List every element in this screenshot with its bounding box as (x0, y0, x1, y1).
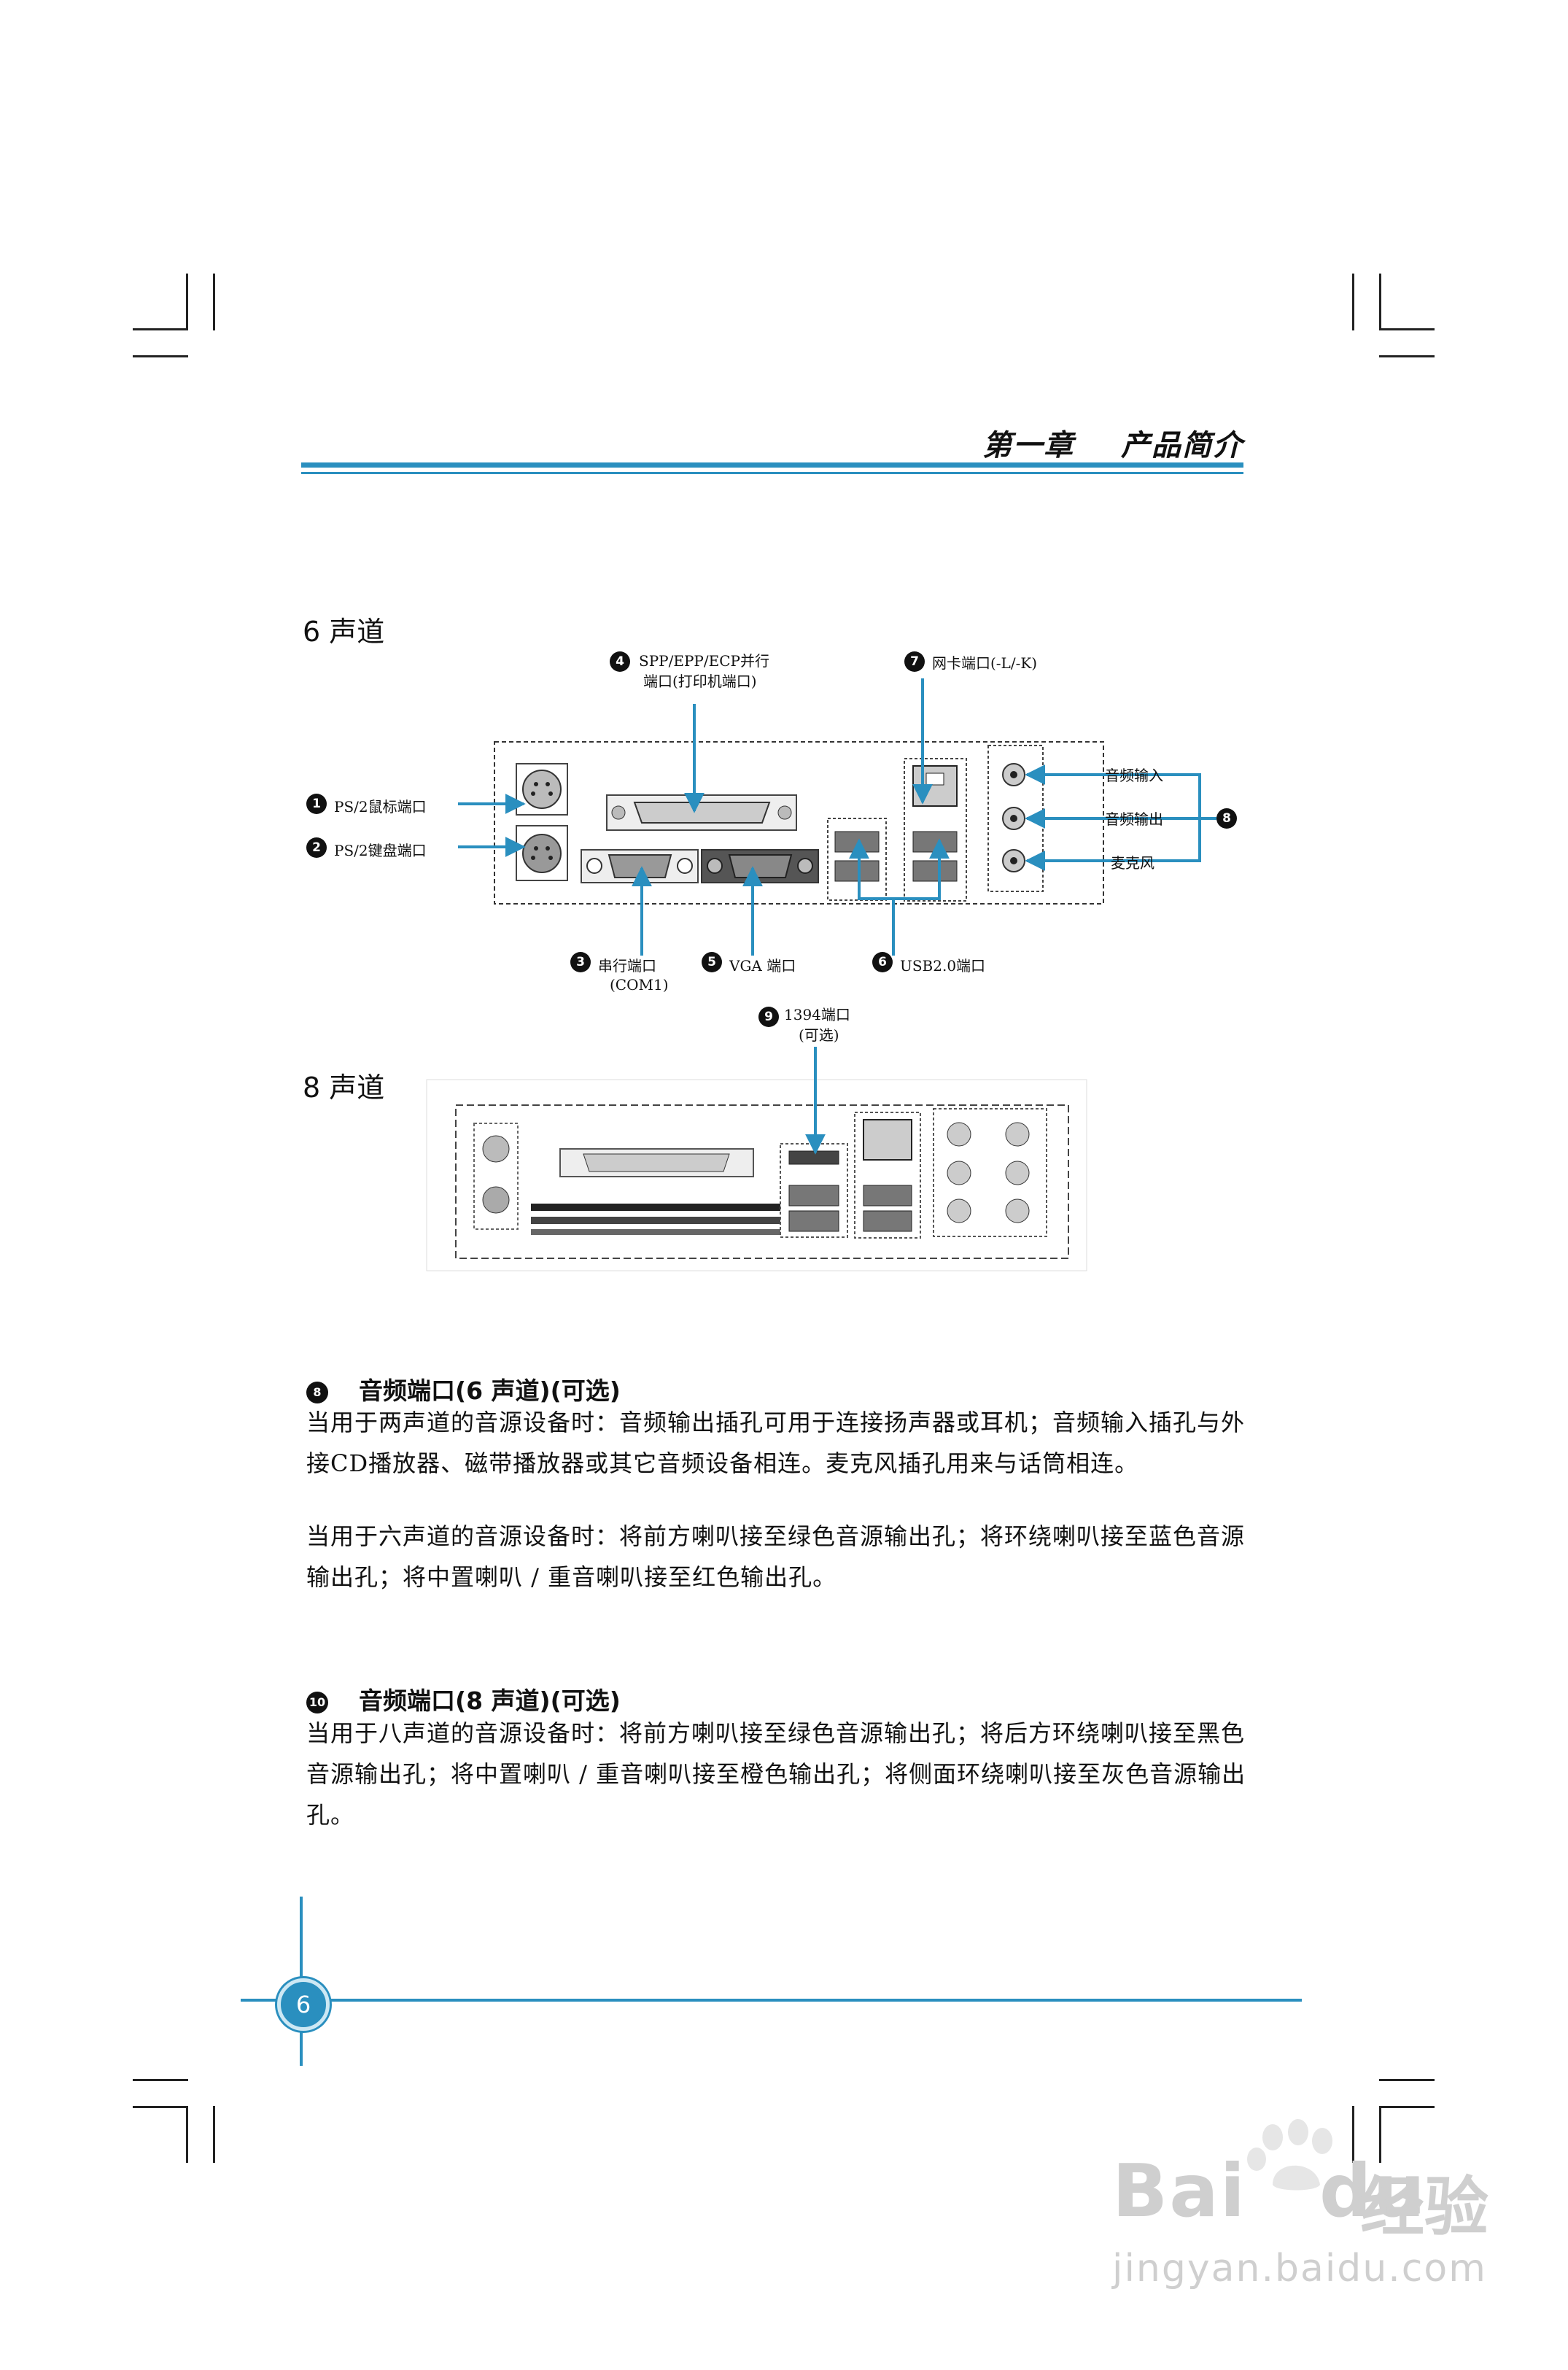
usb-port-stack-1 (827, 818, 887, 901)
parallel-port-8ch (559, 1148, 754, 1177)
callout-7-number: 7 (904, 651, 925, 672)
paragraph-8ch: 当用于八声道的音源设备时：将前方喇叭接至绿色音源输出孔；将后方环绕喇叭接至黑色音… (306, 1719, 1246, 1829)
watermark-url: jingyan.baidu.com (1112, 2247, 1487, 2290)
header-rule-thin (301, 472, 1243, 474)
bullet-8: 8 (306, 1381, 328, 1403)
eight-channel-title: 8 声道 (303, 1072, 385, 1104)
lan-usb-stack-8ch (854, 1112, 921, 1239)
chapter-title: 产品简介 (1121, 429, 1243, 462)
chapter-header: 第一章 产品简介 (982, 422, 1243, 464)
page-number: 6 (277, 1978, 330, 2031)
audio-jacks-8ch (933, 1108, 1047, 1237)
six-channel-panel-diagram (458, 678, 1216, 956)
eight-channel-panel-diagram (426, 1047, 1087, 1271)
watermark-brand-2: du (1319, 2148, 1427, 2234)
serial-port-sublabel: (COM1) (610, 976, 669, 994)
lan-port-label: 网卡端口(-L/-K) (932, 654, 1038, 672)
ps2-mouse-port (516, 763, 568, 816)
audio-out-label: 音频输出 (1105, 810, 1163, 828)
callout-8-number: 8 (1216, 808, 1237, 829)
parallel-port-sublabel: 端口(打印机端口) (643, 673, 757, 690)
ps2-keyboard-label: PS/2键盘端口 (334, 842, 427, 859)
usb-port-label: USB2.0端口 (900, 957, 986, 975)
section-heading-8ch-text: 音频端口(8 声道)(可选) (359, 1687, 621, 1715)
callout-2-number: 2 (306, 837, 327, 858)
watermark-brand-cn: 经验 (1360, 2169, 1489, 2245)
footer-horizontal-rule (241, 1999, 1302, 2002)
callout-4-number: 4 (610, 651, 630, 672)
section-heading-8ch: 10 音频端口(8 声道)(可选) (306, 1681, 621, 1716)
serial-vga-8ch (531, 1204, 793, 1235)
chapter-number: 第一章 (982, 429, 1075, 462)
callout-9-number: 9 (758, 1007, 779, 1027)
paw-logo-icon (1247, 2119, 1332, 2191)
ieee1394-port-sublabel: (可选) (799, 1026, 839, 1044)
paragraph-6ch-stereo: 当用于两声道的音源设备时：音频输出插孔可用于连接扬声器或耳机；音频输入插孔与外接… (306, 1409, 1246, 1477)
bullet-10: 10 (306, 1691, 328, 1713)
callout-5-number: 5 (702, 952, 722, 972)
six-channel-title: 6 声道 (303, 616, 385, 648)
audio-in-label: 音频输入 (1105, 767, 1163, 784)
ps2-ports-8ch (473, 1123, 519, 1230)
callout-3-number: 3 (570, 952, 591, 972)
io-panel-frame (494, 741, 1104, 905)
header-rule (301, 462, 1243, 468)
vga-port-label: VGA 端口 (729, 957, 796, 975)
section-heading-6ch-text: 音频端口(6 声道)(可选) (359, 1376, 621, 1405)
callout-1-number: 1 (306, 794, 327, 814)
callout-arrows (458, 678, 1216, 956)
serial-port-label: 串行端口 (598, 957, 656, 975)
ieee1394-port-label: 1394端口 (784, 1006, 850, 1023)
paragraph-6ch-six-channel: 当用于六声道的音源设备时：将前方喇叭接至绿色音源输出孔；将环绕喇叭接至蓝色音源输… (306, 1522, 1246, 1591)
callout-6-number: 6 (872, 952, 893, 972)
ieee1394-usb-stack-8ch (780, 1143, 848, 1238)
section-heading-6ch: 8 音频端口(6 声道)(可选) (306, 1371, 621, 1406)
parallel-port-label: SPP/EPP/ECP并行 (639, 652, 769, 670)
mic-label: 麦克风 (1111, 854, 1154, 872)
io-panel-frame-8ch (455, 1104, 1069, 1259)
ps2-mouse-label: PS/2鼠标端口 (334, 798, 427, 816)
watermark-brand: Bai (1112, 2148, 1246, 2234)
